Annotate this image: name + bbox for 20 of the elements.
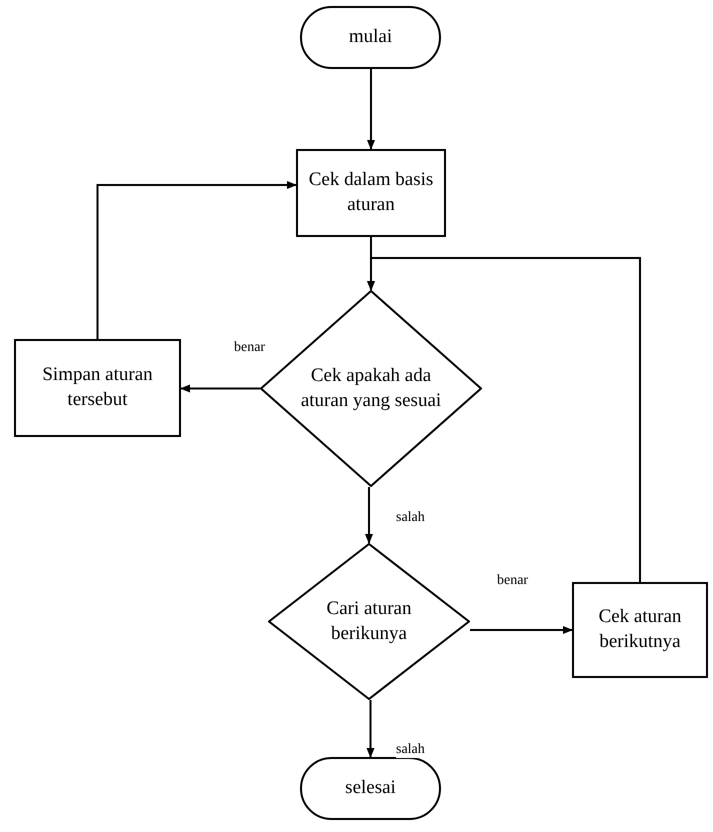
node-text: Simpan aturan tersebut — [41, 363, 154, 412]
terminal-shape — [300, 6, 441, 69]
node-text: Cek apakah ada aturan yang sesuai — [300, 364, 442, 412]
node-text: mulai — [348, 25, 392, 50]
node-text: Cari aturan berikunya — [326, 596, 412, 646]
arrow — [180, 384, 260, 392]
node-text: selesai — [345, 776, 396, 800]
node-text: Cek dalam basis aturan — [308, 168, 434, 217]
arrow — [367, 69, 375, 150]
arrow — [367, 257, 641, 582]
arrow — [366, 700, 374, 758]
process-box — [572, 582, 708, 678]
arrow — [470, 626, 573, 634]
arrow — [96, 181, 297, 339]
edge-label: salah — [396, 742, 425, 758]
node-text: Cek aturan berikutnya — [598, 605, 682, 654]
arrow — [365, 487, 373, 544]
process-box — [14, 339, 181, 437]
decision-diamond — [268, 543, 470, 700]
process-box — [296, 149, 446, 237]
